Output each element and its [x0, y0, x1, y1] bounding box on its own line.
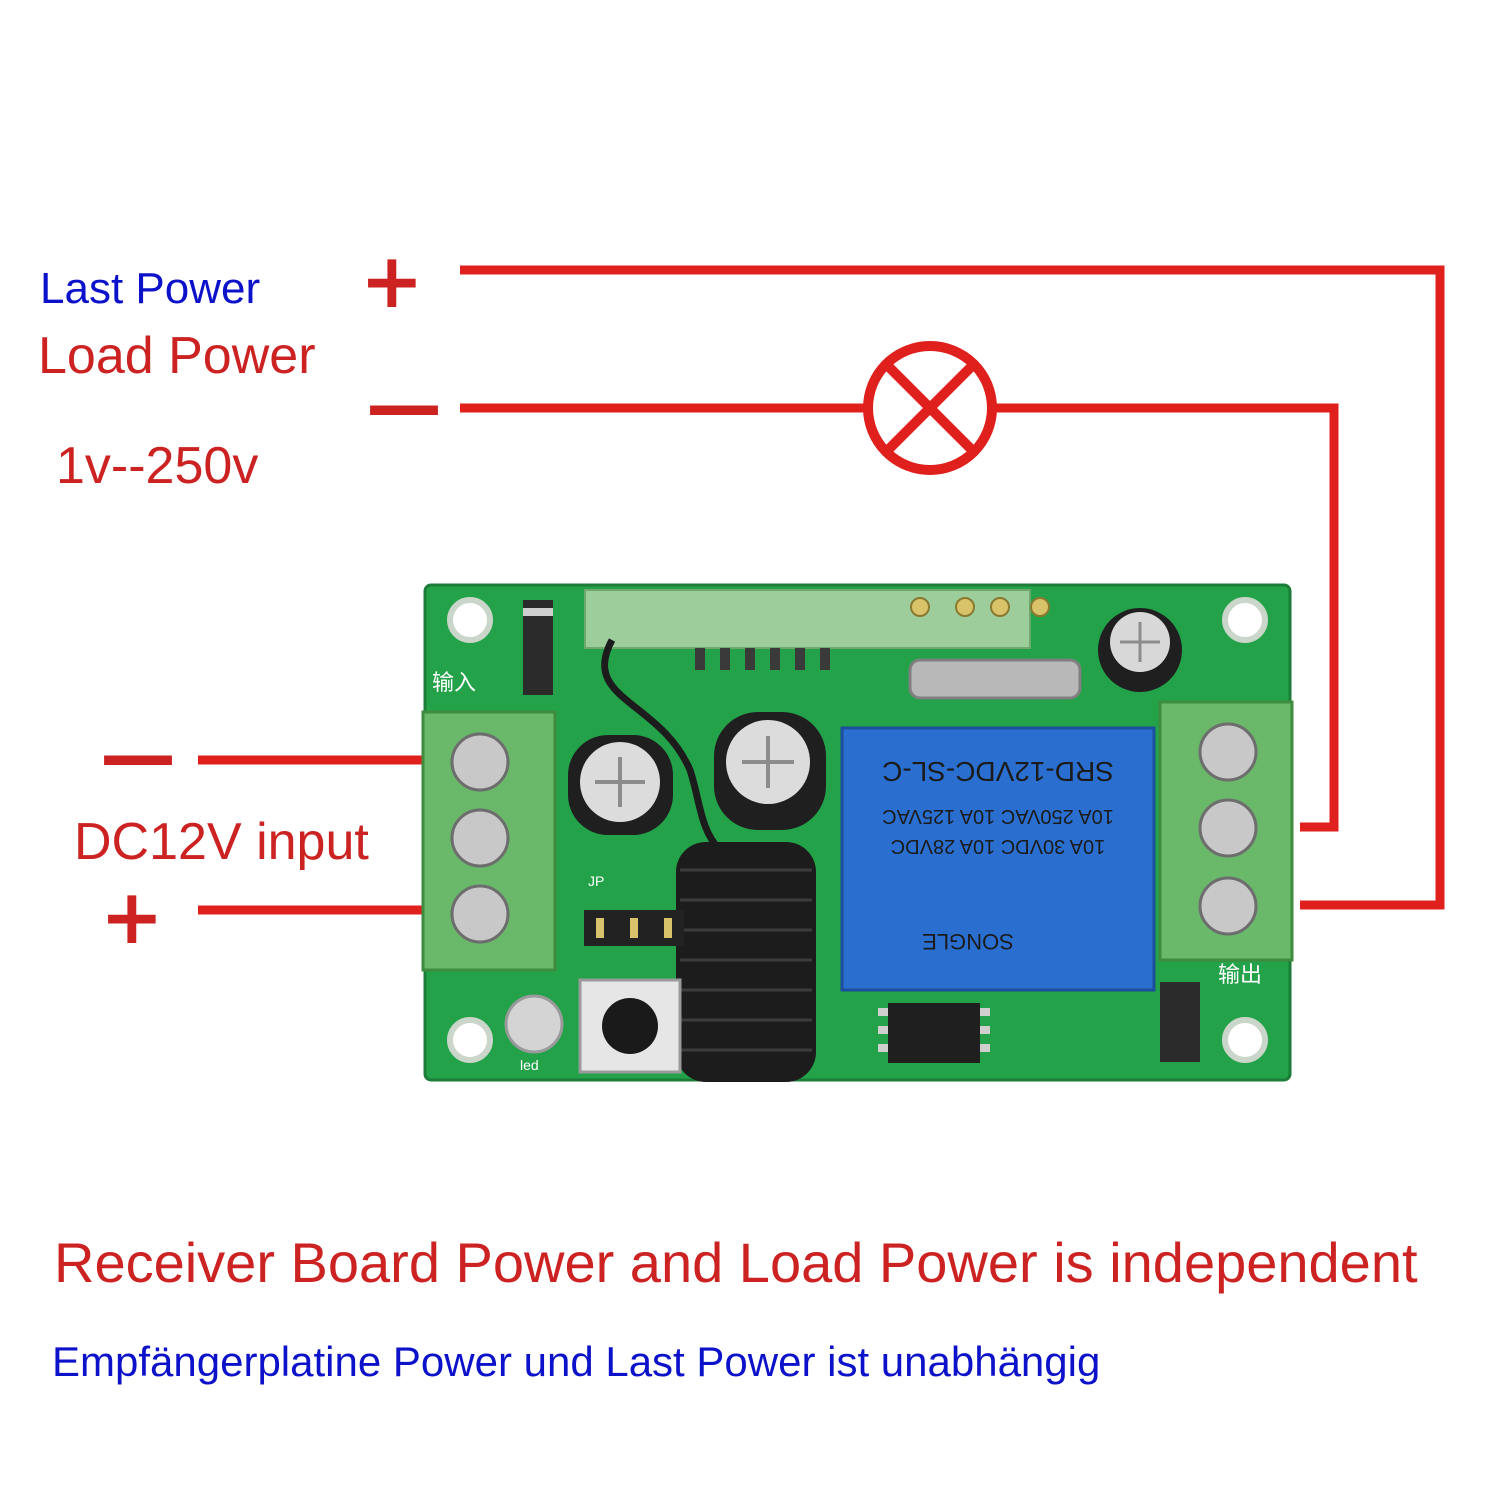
dc-input-label: DC12V input [74, 813, 369, 871]
module-pins [695, 648, 830, 670]
input-terminal-block [421, 710, 557, 972]
relay-model-label: SRD-12VDC-SL-C [882, 756, 1114, 787]
dc-minus-sign: — [100, 710, 176, 799]
load-power-label-german: Last Power [40, 264, 261, 313]
mounting-hole [447, 597, 493, 643]
mounting-hole [1222, 597, 1268, 643]
antenna-coil [676, 842, 816, 1082]
antenna-wire [601, 638, 723, 853]
load-plus-wire [460, 265, 1445, 910]
dc-wiring [198, 755, 425, 915]
led-silkscreen-label: led [520, 1057, 539, 1073]
load-plus-sign: + [360, 236, 424, 325]
small-capacitor [1098, 608, 1182, 692]
diode [1160, 982, 1200, 1062]
load-voltage-range: 1v--250v [56, 437, 259, 495]
dc-plus-sign: + [100, 872, 164, 961]
mounting-hole [1222, 1017, 1268, 1063]
load-wiring [460, 265, 1445, 910]
relay-rating-2: 10A 30VDC 10A 28VDC [891, 835, 1106, 857]
mounting-holes [447, 597, 1268, 1063]
caption-english: Receiver Board Power and Load Power is i… [54, 1231, 1418, 1294]
relay-brand-label: SONGLE [922, 929, 1014, 954]
caption-german: Empfängerplatine Power und Last Power is… [52, 1338, 1101, 1385]
capacitor-right [714, 712, 826, 830]
input-silkscreen-label: 输入 [432, 671, 476, 696]
rf-module [584, 589, 1031, 649]
receiver-board: SRD-12VDC-SL-C 10A 250VAC 10A 125VAC 10A… [421, 583, 1294, 1082]
output-silkscreen-label: 输出 [1218, 963, 1262, 988]
relay [840, 726, 1156, 992]
load-power-label: Load Power [38, 327, 316, 385]
load-minus-wire-right [994, 403, 1339, 832]
ic-chip [878, 1003, 990, 1063]
capacitor-left [568, 735, 673, 835]
mounting-hole [447, 1017, 493, 1063]
crystal [908, 658, 1082, 700]
jumper-silkscreen-label: JP [588, 873, 604, 889]
lamp-icon [863, 341, 997, 475]
pads [910, 597, 1050, 617]
led [504, 994, 564, 1054]
output-terminal-block [1158, 700, 1294, 962]
pushbutton [578, 978, 682, 1074]
load-minus-sign: — [366, 360, 442, 449]
relay-rating-1: 10A 250VAC 10A 125VAC [882, 805, 1114, 827]
